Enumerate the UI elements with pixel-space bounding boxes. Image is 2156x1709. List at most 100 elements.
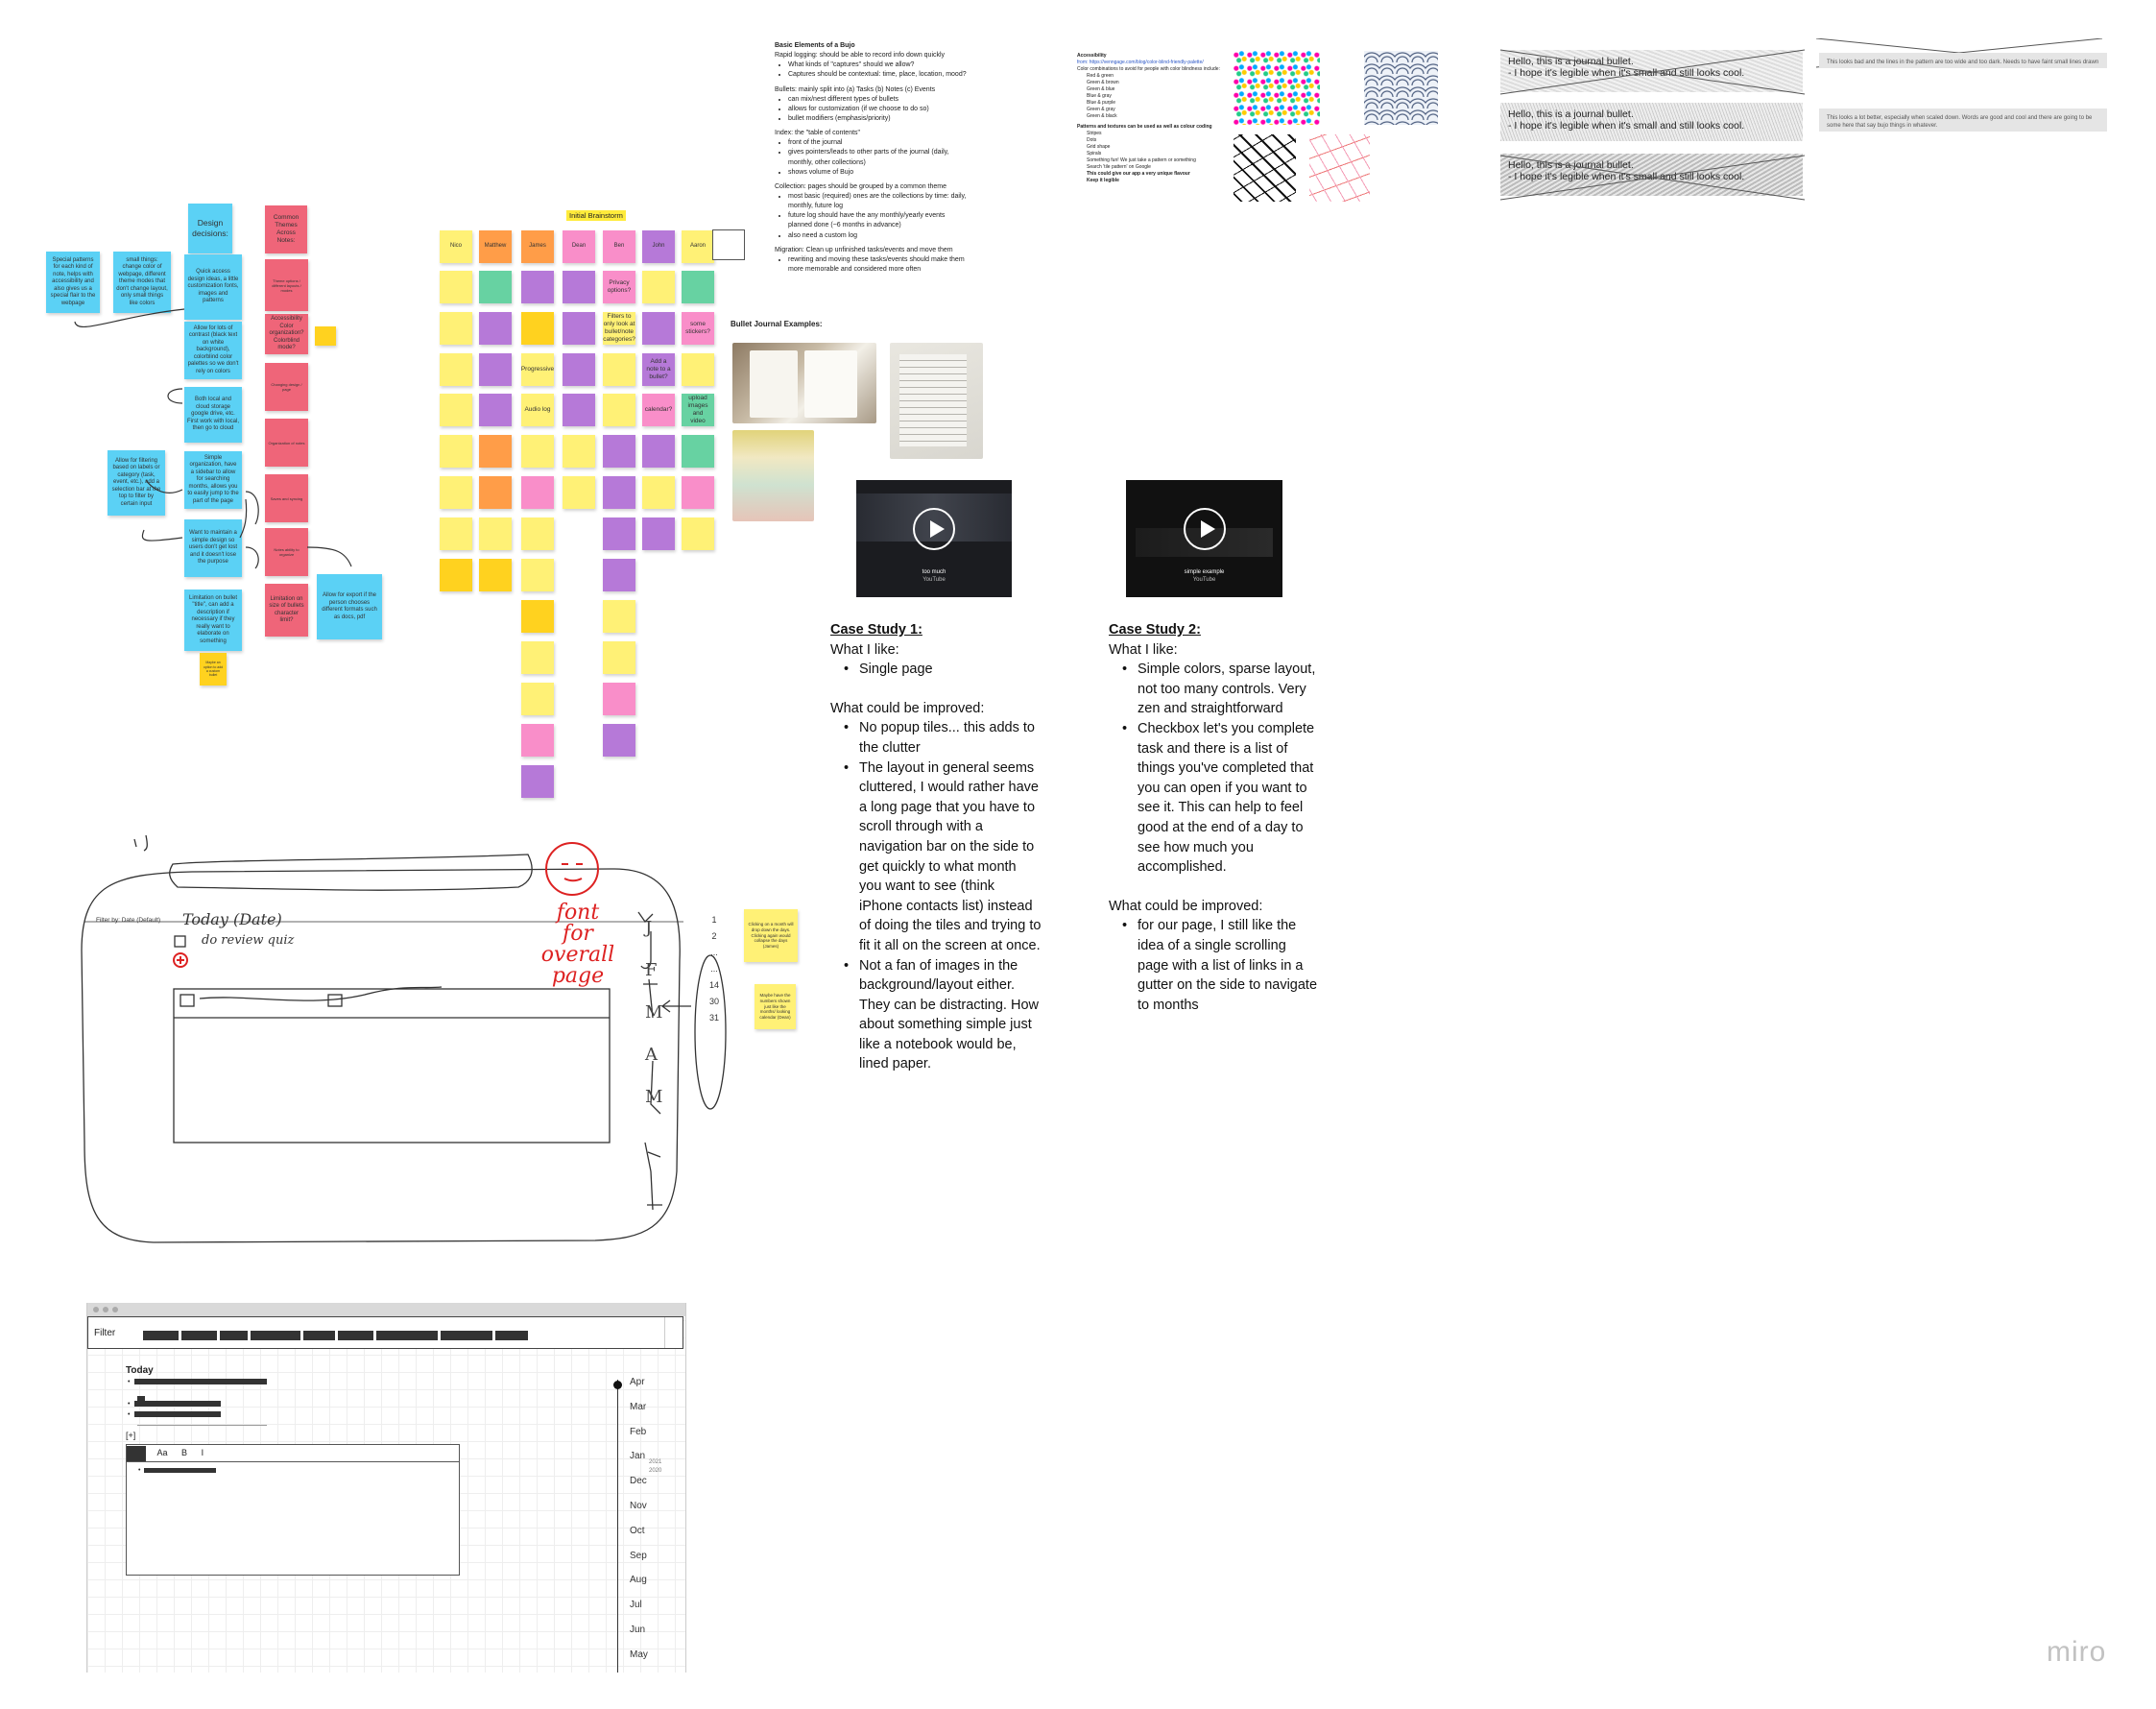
brainstorm-note[interactable]: John xyxy=(642,230,675,263)
brainstorm-note[interactable] xyxy=(563,476,595,509)
brainstorm-note[interactable] xyxy=(479,435,512,468)
design-note[interactable]: Both local and cloud storage google driv… xyxy=(184,387,242,443)
brainstorm-note[interactable] xyxy=(642,518,675,550)
dash-pattern[interactable] xyxy=(1234,134,1296,202)
brainstorm-note[interactable]: some stickers? xyxy=(682,312,714,345)
wire-bullet[interactable]: • xyxy=(128,1379,270,1385)
theme-note[interactable]: Notes ability to organize xyxy=(265,528,308,576)
video-simple-example[interactable]: simple example YouTube xyxy=(1126,480,1282,597)
brainstorm-note[interactable] xyxy=(479,312,512,345)
brainstorm-note[interactable] xyxy=(563,312,595,345)
brainstorm-note[interactable]: Nico xyxy=(440,230,472,263)
brainstorm-note[interactable] xyxy=(563,353,595,386)
design-note[interactable]: Allow for export if the person chooses d… xyxy=(317,574,382,639)
wire-month-link[interactable]: Feb xyxy=(630,1426,647,1437)
wire-timeline-marker[interactable] xyxy=(613,1381,622,1389)
brainstorm-note[interactable] xyxy=(521,600,554,633)
brainstorm-note[interactable] xyxy=(440,394,472,426)
sketch-sticky-2[interactable]: Maybe have the numbers shown just like t… xyxy=(755,984,796,1029)
brainstorm-note[interactable] xyxy=(682,435,714,468)
sketch-sticky-1[interactable]: Clicking on a month will drop down the d… xyxy=(744,909,798,962)
confetti-pattern[interactable] xyxy=(1234,51,1320,125)
brainstorm-note[interactable] xyxy=(642,312,675,345)
brainstorm-note[interactable] xyxy=(479,559,512,591)
italic-button[interactable]: I xyxy=(201,1448,204,1457)
brainstorm-note[interactable] xyxy=(521,476,554,509)
brainstorm-note[interactable] xyxy=(682,271,714,303)
brainstorm-note[interactable]: Ben xyxy=(603,230,635,263)
brainstorm-note[interactable]: Filters to only look at bullet/note cate… xyxy=(603,312,635,345)
pink-sprinkle-pattern[interactable] xyxy=(1309,134,1370,202)
brainstorm-note[interactable] xyxy=(440,435,472,468)
brainstorm-note[interactable] xyxy=(642,476,675,509)
wire-month-link[interactable]: Nov xyxy=(630,1501,647,1511)
video-too-much[interactable]: too much YouTube xyxy=(856,480,1012,597)
brainstorm-note[interactable] xyxy=(603,476,635,509)
design-note[interactable]: Want to maintain a simple design so user… xyxy=(184,519,242,577)
brainstorm-note[interactable] xyxy=(682,518,714,550)
wire-month-link[interactable]: May xyxy=(630,1649,648,1660)
theme-note[interactable]: Accessibility Color organization? Colorb… xyxy=(265,314,308,354)
theme-note[interactable]: Organization of notes xyxy=(265,419,308,467)
brainstorm-note[interactable] xyxy=(440,476,472,509)
brainstorm-note[interactable] xyxy=(603,394,635,426)
brainstorm-note[interactable] xyxy=(479,271,512,303)
brainstorm-note[interactable] xyxy=(479,518,512,550)
bujo-photo-1[interactable] xyxy=(732,343,876,423)
design-note[interactable]: Allow for filtering based on labels or c… xyxy=(108,450,165,516)
brainstorm-note[interactable] xyxy=(563,271,595,303)
brainstorm-note[interactable] xyxy=(440,312,472,345)
wire-bullet[interactable]: • xyxy=(128,1411,224,1418)
design-note[interactable]: small things: change color of webpage, d… xyxy=(113,252,171,313)
brainstorm-note[interactable] xyxy=(521,765,554,798)
brainstorm-note[interactable] xyxy=(603,518,635,550)
brainstorm-note[interactable] xyxy=(603,559,635,591)
wire-bullet[interactable] xyxy=(137,1390,148,1408)
brainstorm-note[interactable] xyxy=(603,683,635,715)
brainstorm-note[interactable] xyxy=(521,724,554,757)
brainstorm-note[interactable] xyxy=(479,353,512,386)
play-icon[interactable] xyxy=(1183,508,1226,551)
brainstorm-note[interactable] xyxy=(521,518,554,550)
wire-month-link[interactable]: Jan xyxy=(630,1451,646,1462)
bujo-photo-3[interactable] xyxy=(732,430,814,521)
brainstorm-note[interactable] xyxy=(521,559,554,591)
brainstorm-note[interactable]: Privacy options? xyxy=(603,271,635,303)
wire-bullet[interactable]: • xyxy=(128,1401,224,1408)
design-note[interactable]: Simple organization, have a sidebar to a… xyxy=(184,451,242,509)
theme-note[interactable]: Changing design / page xyxy=(265,363,308,411)
wire-month-link[interactable]: Apr xyxy=(630,1377,645,1387)
empty-note[interactable] xyxy=(712,229,745,260)
design-note[interactable]: Maybe an option to add a custom bullet xyxy=(200,653,227,686)
wire-filter-dropdown[interactable] xyxy=(664,1317,683,1348)
brainstorm-note[interactable] xyxy=(603,353,635,386)
wire-month-link[interactable]: Jun xyxy=(630,1625,646,1635)
wire-add-button[interactable]: [+] xyxy=(126,1431,136,1440)
accessibility-source[interactable]: from: https://venngage.com/blog/color-bl… xyxy=(1077,60,1204,65)
common-themes-title[interactable]: Common Themes Across Notes: xyxy=(265,205,307,253)
wire-month-link[interactable]: Dec xyxy=(630,1476,647,1487)
brainstorm-note[interactable] xyxy=(642,271,675,303)
brainstorm-note[interactable]: Aaron xyxy=(682,230,714,263)
brainstorm-note[interactable]: upload images and video xyxy=(682,394,714,426)
wire-filter-chips[interactable] xyxy=(143,1327,531,1344)
brainstorm-note[interactable] xyxy=(563,435,595,468)
brainstorm-note[interactable] xyxy=(479,394,512,426)
brainstorm-note[interactable]: Progressive xyxy=(521,353,554,386)
scallop-pattern[interactable] xyxy=(1364,51,1438,125)
brainstorm-note[interactable]: Matthew xyxy=(479,230,512,263)
wire-month-link[interactable]: Jul xyxy=(630,1600,642,1611)
brainstorm-note[interactable] xyxy=(603,641,635,674)
wire-filter-bar[interactable]: Filter xyxy=(87,1316,683,1349)
bullet-demo-2[interactable]: Hello, this is a journal bullet. - I hop… xyxy=(1500,103,1803,141)
brainstorm-note[interactable] xyxy=(521,641,554,674)
theme-note[interactable]: Saves and syncing xyxy=(265,474,308,522)
wire-month-link[interactable]: Oct xyxy=(630,1525,645,1536)
wire-editor[interactable]: Aa B I • xyxy=(126,1444,460,1576)
brainstorm-note[interactable]: James xyxy=(521,230,554,263)
brainstorm-note[interactable] xyxy=(440,271,472,303)
bullet-demo-3[interactable]: Hello, this is a journal bullet. - I hop… xyxy=(1500,154,1803,196)
brainstorm-note[interactable]: calendar? xyxy=(642,394,675,426)
brainstorm-note[interactable] xyxy=(479,476,512,509)
font-size-button[interactable]: Aa xyxy=(156,1448,168,1457)
